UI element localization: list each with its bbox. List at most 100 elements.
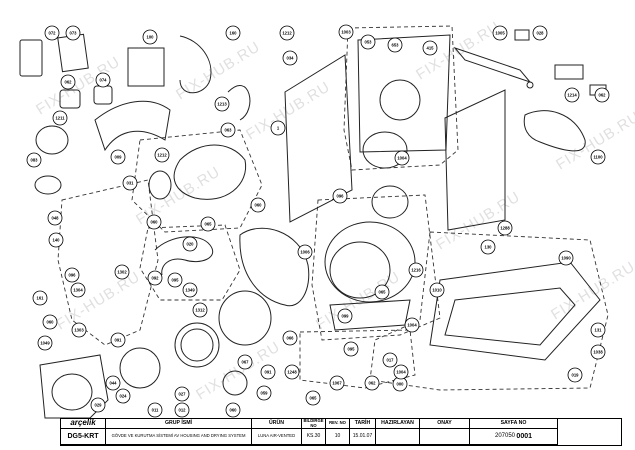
watermark: FIX-HUB.RU xyxy=(243,78,333,143)
part-control-panel xyxy=(127,47,165,87)
page-number-main: 207050 xyxy=(495,433,516,440)
group-boundary-base xyxy=(369,231,609,391)
callout-marker: 024 xyxy=(115,388,131,404)
callout-marker: 1100 xyxy=(590,149,606,165)
callout-label: 140 xyxy=(53,238,61,243)
callout-marker: 027 xyxy=(174,386,190,402)
callout-marker: 1312 xyxy=(192,302,208,318)
callout-marker: 096 xyxy=(332,188,348,204)
callout-marker: 072 xyxy=(44,25,60,41)
callout-label: 048 xyxy=(52,216,60,221)
callout-marker: 091 xyxy=(110,332,126,348)
callout-marker: 060 xyxy=(146,214,162,230)
callout-marker: 027 xyxy=(0,0,4,3)
callout-label: 1090 xyxy=(561,256,571,261)
brand-logo: arçelik xyxy=(61,419,106,429)
callout-label: 066 xyxy=(287,336,295,341)
header-rev: REV. NO xyxy=(326,419,350,429)
callout-label: 1 xyxy=(277,126,280,131)
callout-label: 1005 xyxy=(495,31,505,36)
callout-label: 1303 xyxy=(74,328,84,333)
callout-label: 1100 xyxy=(593,155,603,160)
callout-marker: 073 xyxy=(65,25,81,41)
callout-marker: 012 xyxy=(174,402,190,418)
drawing-code: DG5-KRT xyxy=(61,429,106,445)
header-prepared: HAZIRLAYAN xyxy=(376,419,420,429)
bildirge-no: KS.30 xyxy=(302,429,326,445)
callout-marker: 1213 xyxy=(214,96,230,112)
callout-marker: 019 xyxy=(567,367,583,383)
callout-label: 053 xyxy=(365,40,373,45)
callout-marker: 009 xyxy=(110,149,126,165)
part-fan-disc xyxy=(148,170,172,200)
parts-line-art xyxy=(19,29,607,419)
watermark-layer: FIX-HUB.RU FIX-HUB.RU FIX-HUB.RU FIX-HUB… xyxy=(33,18,635,403)
header-page: SAYFA NO xyxy=(470,419,558,429)
callout-marker: 062 xyxy=(60,74,76,90)
callout-label: 091 xyxy=(115,338,123,343)
callout-marker: 1216 xyxy=(408,262,424,278)
callout-marker: 074 xyxy=(95,72,111,88)
callout-label: 1006 xyxy=(300,250,310,255)
part-door-gasket xyxy=(119,347,161,389)
callout-marker: 1067 xyxy=(329,375,345,391)
callout-marker: 028 xyxy=(532,25,548,41)
header-date: TARİH xyxy=(350,419,376,429)
callout-marker: 1090 xyxy=(558,250,574,266)
callout-marker: 065 xyxy=(374,284,390,300)
part-terminal-block xyxy=(554,64,584,80)
part-base-frame xyxy=(429,261,601,361)
group-boundary-drum xyxy=(311,194,441,341)
callout-label: 1212 xyxy=(282,31,292,36)
part-drum-rim xyxy=(329,241,391,299)
callout-label: 062 xyxy=(599,93,607,98)
callout-marker: 1288 xyxy=(497,220,513,236)
group-boundary-rear-panel xyxy=(343,25,459,171)
callout-marker: 065 xyxy=(200,216,216,232)
group-boundary-motor xyxy=(131,129,263,233)
callout-marker: 1003 xyxy=(338,24,354,40)
callout-label: 083 xyxy=(31,158,39,163)
callout-label: 028 xyxy=(537,31,545,36)
callout-label: 017 xyxy=(387,358,395,363)
callout-marker: 053 xyxy=(360,34,376,50)
callout-label: 1212 xyxy=(157,153,167,158)
part-drum-seal xyxy=(362,131,408,169)
callout-label: 1049 xyxy=(40,341,50,346)
callout-marker: 140 xyxy=(48,232,64,248)
callout-marker: 1248 xyxy=(284,364,300,380)
callout-label: 044 xyxy=(110,381,118,386)
callout-marker: 091 xyxy=(260,364,276,380)
callout-label: 029 xyxy=(95,403,103,408)
callout-label: 019 xyxy=(572,373,580,378)
callout-label: 060 xyxy=(47,320,55,325)
date-value: 15.01.07 xyxy=(350,429,376,445)
header-group: GRUP İSMİ xyxy=(106,419,252,429)
callout-marker: 160 xyxy=(225,25,241,41)
callout-label: 020 xyxy=(187,242,195,247)
callout-marker: 1004 xyxy=(394,150,410,166)
callout-label: 1211 xyxy=(55,116,65,121)
part-door-frame xyxy=(174,322,220,368)
callout-label: 060 xyxy=(151,220,159,225)
callout-marker: 1004 xyxy=(393,364,409,380)
header-product: ÜRÜN xyxy=(252,419,302,429)
callout-marker: 1302 xyxy=(114,264,130,280)
group-boundary-heater xyxy=(139,224,241,301)
part-door-window xyxy=(239,227,310,307)
callout-label: 100 xyxy=(147,35,155,40)
callout-label: 1349 xyxy=(185,288,195,293)
part-door-frame-inner xyxy=(180,328,214,362)
callout-marker: 020 xyxy=(182,236,198,252)
group-boundary-filter xyxy=(299,329,416,389)
callout-label: 034 xyxy=(287,56,295,61)
callout-marker: 1212 xyxy=(279,25,295,41)
part-cable-loop xyxy=(227,85,251,121)
callout-label: 131 xyxy=(595,328,603,333)
callout-label: 1038 xyxy=(593,350,603,355)
callout-marker: 011 xyxy=(147,402,163,418)
callout-marker: 063 xyxy=(220,122,236,138)
callout-label: 009 xyxy=(115,155,123,160)
callout-label: 1214 xyxy=(567,93,577,98)
callout-marker: 067 xyxy=(237,354,253,370)
